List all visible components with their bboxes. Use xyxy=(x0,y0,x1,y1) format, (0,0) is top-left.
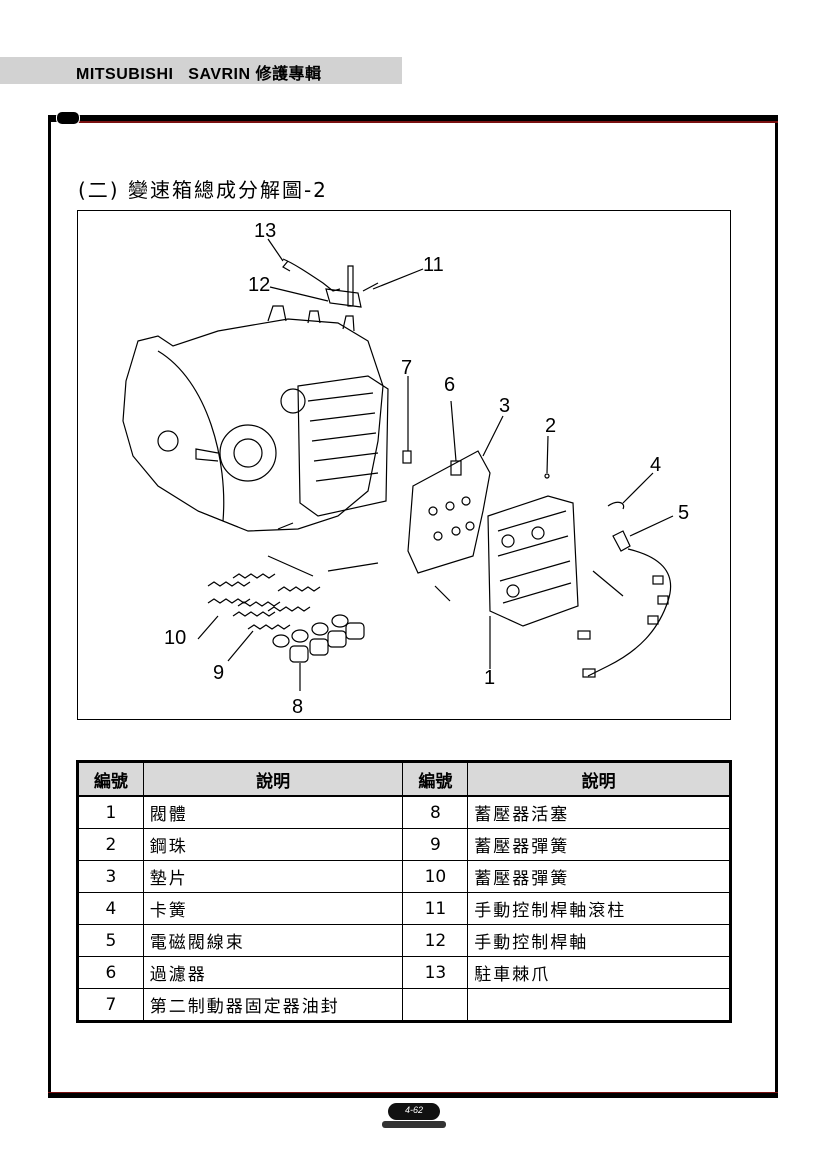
cell-number: 4 xyxy=(77,892,144,925)
exploded-diagram-drawing: 13 12 11 7 6 3 2 4 5 1 10 9 8 xyxy=(122,220,689,718)
page-number-badge: 4-62 xyxy=(388,1103,440,1120)
header-number-right: 編號 xyxy=(402,761,469,797)
cell-number: 11 xyxy=(402,892,469,925)
header-description-right: 說明 xyxy=(467,761,731,797)
footer-logo-strip xyxy=(382,1121,446,1128)
cell-description: 手動控制桿軸 xyxy=(467,924,731,957)
cell-description: 駐車棘爪 xyxy=(467,956,731,989)
callout-11: 11 xyxy=(423,254,444,276)
cell-number: 9 xyxy=(402,828,469,861)
cell-number: 1 xyxy=(77,795,144,829)
table-row: 2 鋼珠 9 蓄壓器彈簧 xyxy=(77,828,731,861)
cell-description: 閥體 xyxy=(142,795,404,829)
frame-bottom-accent xyxy=(48,1092,778,1093)
cell-number: 2 xyxy=(77,828,144,861)
transmission-case-outline xyxy=(122,318,384,532)
cell-description: 過濾器 xyxy=(142,956,404,989)
cell-description: 蓄壓器彈簧 xyxy=(467,828,731,861)
snap-ring xyxy=(607,501,625,510)
cell-number: 10 xyxy=(402,860,469,893)
valve-body xyxy=(487,495,579,627)
table-row: 6 過濾器 13 駐車棘爪 xyxy=(77,956,731,989)
cell-number: 7 xyxy=(77,988,144,1022)
exploded-diagram: 13 12 11 7 6 3 2 4 5 1 10 9 8 xyxy=(77,210,731,720)
header-number-left: 編號 xyxy=(77,761,144,797)
valve-body-mounting-face xyxy=(297,375,389,517)
cell-number xyxy=(402,988,469,1022)
corner-tag-icon xyxy=(56,111,80,125)
cell-number: 3 xyxy=(77,860,144,893)
header-description-left: 說明 xyxy=(142,761,404,797)
callout-4: 4 xyxy=(650,454,661,476)
table-row: 3 墊片 10 蓄壓器彈簧 xyxy=(77,860,731,893)
cell-description: 電磁閥線束 xyxy=(142,924,404,957)
table-row: 5 電磁閥線束 12 手動控制桿軸 xyxy=(77,924,731,957)
header-title: MITSUBISHI SAVRIN 修護專輯 xyxy=(76,66,322,83)
callout-1: 1 xyxy=(484,667,495,689)
separator-gasket xyxy=(407,450,491,574)
bellhousing-curve xyxy=(157,350,225,522)
manual-lever-shaft xyxy=(325,265,362,308)
callout-9: 9 xyxy=(213,662,224,684)
table-row: 4 卡簧 11 手動控制桿軸滾柱 xyxy=(77,892,731,925)
header-band xyxy=(0,57,402,84)
callout-3: 3 xyxy=(499,395,510,417)
callout-2: 2 xyxy=(545,415,556,437)
cell-description: 墊片 xyxy=(142,860,404,893)
table-row: 1 閥體 8 蓄壓器活塞 xyxy=(77,795,731,829)
retainer-seal xyxy=(402,450,412,464)
input-shaft-hub xyxy=(219,424,277,482)
park-pawl xyxy=(282,258,341,292)
table-header-row: 編號 說明 編號 說明 xyxy=(77,761,731,797)
callout-8: 8 xyxy=(292,696,303,718)
cell-description: 手動控制桿軸滾柱 xyxy=(467,892,731,925)
callout-6: 6 xyxy=(444,374,455,396)
parts-table: 編號 說明 編號 說明 1 閥體 8 蓄壓器活塞 2 鋼珠 9 蓄壓器彈簧 3 … xyxy=(76,760,732,1023)
cell-description: 蓄壓器彈簧 xyxy=(467,860,731,893)
cell-description: 第二制動器固定器油封 xyxy=(142,988,404,1022)
cell-number: 5 xyxy=(77,924,144,957)
cell-number: 13 xyxy=(402,956,469,989)
cell-description xyxy=(467,988,731,1022)
callout-10: 10 xyxy=(164,627,186,649)
section-title: (二) 變速箱總成分解圖-2 xyxy=(78,178,328,202)
table-row: 7 第二制動器固定器油封 xyxy=(77,988,731,1022)
callout-13: 13 xyxy=(254,220,276,242)
steel-ball xyxy=(544,473,550,479)
page-frame xyxy=(48,115,778,1097)
callout-12: 12 xyxy=(248,274,270,296)
cell-description: 蓄壓器活塞 xyxy=(467,795,731,829)
cell-number: 8 xyxy=(402,795,469,829)
accumulator-pistons xyxy=(272,614,365,663)
callout-5: 5 xyxy=(678,502,689,524)
frame-top-accent xyxy=(78,121,778,123)
frame-bottom-bar xyxy=(48,1093,778,1098)
accumulator-springs xyxy=(207,573,321,630)
callout-7: 7 xyxy=(401,357,412,379)
frame-top-bar xyxy=(48,115,778,122)
page-number: 4-62 xyxy=(404,1105,423,1115)
cell-number: 12 xyxy=(402,924,469,957)
cell-description: 卡簧 xyxy=(142,892,404,925)
cell-number: 6 xyxy=(77,956,144,989)
cell-description: 鋼珠 xyxy=(142,828,404,861)
